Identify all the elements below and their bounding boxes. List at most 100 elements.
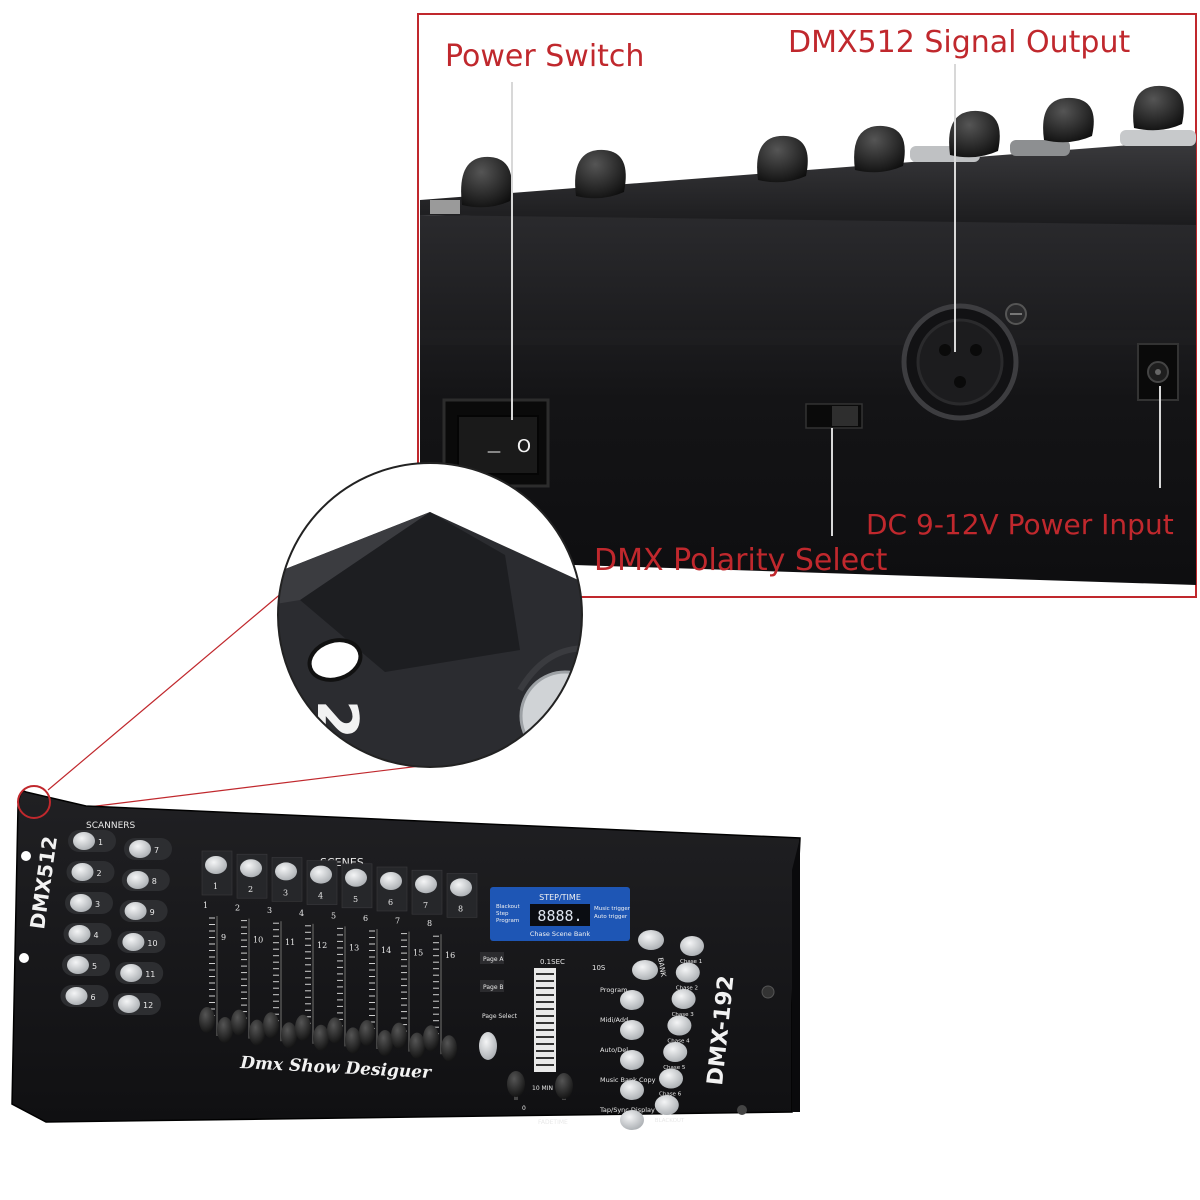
svg-text:Chase 3: Chase 3 — [672, 1012, 695, 1018]
svg-text:STEP/TIME: STEP/TIME — [539, 893, 581, 902]
chase-button-3: Chase 3 — [671, 989, 696, 1018]
svg-text:9: 9 — [221, 933, 226, 942]
svg-text:3: 3 — [283, 888, 288, 897]
function-button-2: Midi/Add — [600, 1016, 644, 1040]
function-button-5: Tap/Sync Display — [599, 1106, 655, 1130]
scanner-button-2: 2 — [66, 861, 115, 883]
svg-text:Chase Scene Bank: Chase Scene Bank — [530, 930, 591, 938]
svg-text:2: 2 — [248, 885, 253, 894]
chase-button-1: Chase 1 — [680, 936, 704, 965]
svg-text:13: 13 — [349, 943, 359, 952]
scanner-button-1: 1 — [68, 830, 116, 852]
svg-text:3: 3 — [95, 900, 100, 909]
power-rocker-switch: — O — [442, 398, 550, 488]
fader-1: 19 — [199, 901, 233, 1043]
svg-text:Step: Step — [496, 911, 509, 917]
svg-text:8888.: 8888. — [537, 907, 582, 925]
svg-text:4: 4 — [299, 909, 304, 918]
svg-text:4: 4 — [94, 931, 99, 940]
svg-text:Program: Program — [600, 986, 627, 994]
svg-text:7: 7 — [395, 917, 400, 926]
signal-output-label: DMX512 Signal Output — [788, 25, 1130, 60]
function-button-1: Program — [600, 986, 644, 1010]
svg-text:10S: 10S — [592, 964, 606, 972]
svg-text:15: 15 — [413, 949, 423, 958]
svg-text:Page Select: Page Select — [482, 1013, 518, 1020]
svg-text:0: 0 — [522, 1105, 526, 1112]
svg-text:O: O — [517, 436, 531, 457]
svg-text:Chase 1: Chase 1 — [680, 959, 702, 965]
scene-button-6: 6 — [376, 866, 408, 912]
knob-row — [461, 85, 1184, 208]
svg-text:Chase 2: Chase 2 — [676, 986, 698, 992]
svg-text:6: 6 — [91, 993, 96, 1002]
svg-text:BANK: BANK — [656, 957, 667, 978]
dc-jack — [1137, 343, 1179, 401]
scanner-button-7: 7 — [124, 838, 172, 860]
speed-fade-section: 0.1SEC 10S 10 MIN 0 FADETIME — [507, 958, 606, 1126]
scene-button-7: 7 — [411, 869, 443, 915]
dmx-console: DMX512 DMX-192 Dmx Show Desiguer SCANNER… — [11, 785, 801, 1130]
chase-button-5: Chase 5 — [663, 1042, 688, 1071]
svg-text:FADETIME: FADETIME — [538, 1119, 568, 1126]
svg-text:0.1SEC: 0.1SEC — [540, 958, 565, 966]
svg-text:2: 2 — [235, 904, 240, 913]
svg-text:Chase 5: Chase 5 — [663, 1065, 686, 1071]
chase-button-6: Chase 6 — [659, 1068, 683, 1098]
scanner-button-3: 3 — [65, 892, 113, 914]
chase-button-2: Chase 2 — [675, 962, 700, 992]
svg-text:11: 11 — [145, 970, 155, 979]
corner-highlight — [17, 785, 51, 819]
bank-buttons: BANK — [632, 930, 667, 980]
svg-text:10: 10 — [253, 936, 263, 945]
svg-text:12: 12 — [317, 941, 327, 950]
svg-text:Page A: Page A — [483, 956, 504, 963]
svg-text:1: 1 — [203, 901, 208, 910]
svg-text:2: 2 — [97, 869, 102, 878]
magnifier-ring — [277, 462, 583, 768]
xlr-connector — [901, 303, 1027, 421]
polarity-slide-switch — [805, 403, 863, 429]
chase-button-4: Chase 4 — [667, 1015, 692, 1045]
fader-2: 2 10 — [231, 904, 265, 1046]
function-button-4: Music Bank Copy — [600, 1076, 656, 1100]
fader-3: 311 — [263, 906, 297, 1049]
svg-text:Auto/Del: Auto/Del — [600, 1046, 628, 1054]
svg-text:1: 1 — [213, 882, 218, 891]
svg-text:4: 4 — [318, 892, 323, 901]
svg-text:Program: Program — [496, 918, 519, 924]
scanner-button-4: 4 — [63, 923, 112, 945]
scanner-button-9: 9 — [119, 900, 168, 922]
svg-text:8: 8 — [152, 877, 157, 886]
fader-8: 816 — [423, 919, 457, 1062]
fader-7: 7 15 — [391, 917, 425, 1059]
magnifier-line-top — [47, 591, 284, 791]
svg-text:Page B: Page B — [483, 984, 504, 991]
svg-text:Auto trigger: Auto trigger — [594, 914, 628, 920]
svg-text:Blackout: Blackout — [496, 904, 521, 910]
rear-panel-photo: — O — [420, 85, 1196, 585]
scanners-label: SCANNERS — [86, 821, 136, 831]
svg-text:7: 7 — [423, 901, 428, 910]
scanner-button-10: 10 — [117, 931, 166, 953]
svg-text:7: 7 — [154, 846, 159, 855]
page-buttons: Page A Page B Page Select — [479, 952, 518, 1060]
scene-button-1: 1 — [201, 850, 233, 896]
svg-text:2: 2 — [304, 700, 369, 739]
svg-text:Music trigger: Music trigger — [594, 906, 631, 912]
svg-text:Chase 4: Chase 4 — [667, 1039, 690, 1045]
scene-button-2: 2 — [236, 853, 268, 899]
svg-text:1: 1 — [98, 838, 103, 847]
svg-text:5: 5 — [92, 962, 97, 971]
svg-text:12: 12 — [143, 1001, 153, 1010]
svg-text:8: 8 — [458, 904, 463, 913]
svg-text:Music Bank Copy: Music Bank Copy — [600, 1076, 656, 1084]
svg-text:Chase 6: Chase 6 — [659, 1092, 682, 1098]
callout-lines — [511, 64, 1161, 536]
